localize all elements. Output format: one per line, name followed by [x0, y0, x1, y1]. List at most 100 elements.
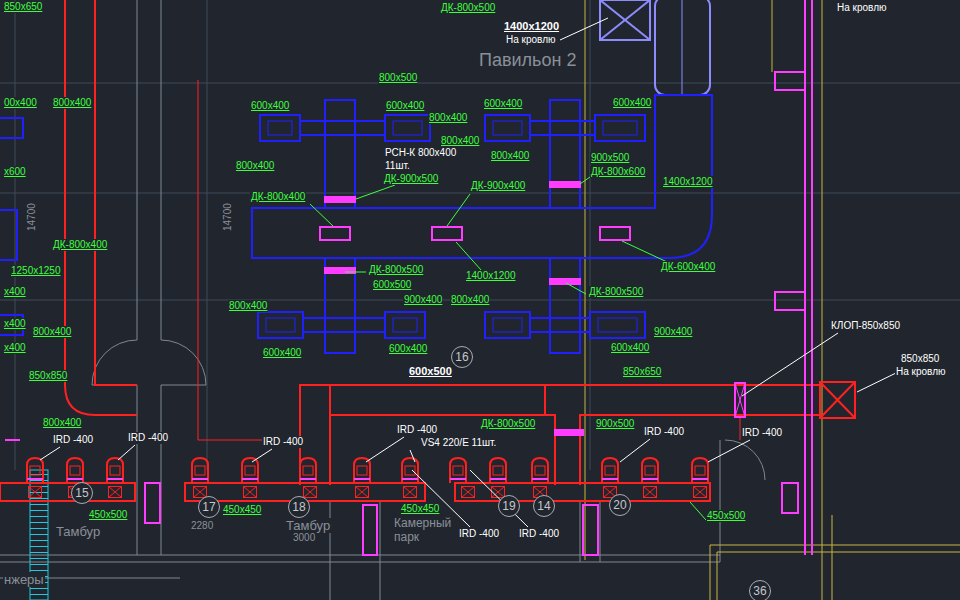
- exhaust-fan: [242, 458, 258, 483]
- duct-size-label: 800х400: [428, 112, 468, 124]
- exhaust-duct: [95, 0, 137, 385]
- circle-outline: [499, 496, 520, 517]
- duct-size-label: ДК-800х600: [590, 166, 646, 178]
- duct-size-label: 1400х1200: [465, 270, 517, 282]
- duct-size-label: 800х400: [490, 150, 530, 162]
- duct-size-label: 600х400: [610, 342, 650, 354]
- dimension-label: 14700: [222, 202, 234, 232]
- structure-line: [710, 545, 960, 546]
- callout-circle: 15: [71, 482, 93, 504]
- damper: [432, 227, 462, 240]
- dimension-label: 2280: [190, 520, 214, 532]
- equipment-label: IRD -400: [262, 436, 304, 448]
- crossed-boxe: [244, 487, 257, 498]
- leader-line: [620, 439, 650, 462]
- dimension-label: 14700: [26, 202, 38, 232]
- duct-size-label: 800х400: [235, 160, 275, 172]
- supply-duct: [385, 312, 425, 338]
- supply-duct: [550, 258, 580, 353]
- duct-size-label: 800х500: [378, 72, 418, 84]
- diffuser-grille: [493, 121, 522, 135]
- leader-line: [447, 194, 470, 226]
- exhaust-duct: [198, 80, 199, 440]
- duct-size-label: х400: [3, 342, 27, 354]
- duct-size-label: 600х400: [388, 343, 428, 355]
- exhaust-duct: [455, 483, 710, 501]
- duct-size-label: ДК-800х500: [588, 286, 644, 298]
- equipment-label: IRD -400: [52, 434, 94, 446]
- damper: [363, 505, 377, 555]
- duct-size-label: 800х400: [32, 326, 72, 338]
- callout-circle: 20: [609, 494, 631, 516]
- damper: [775, 292, 805, 310]
- grid-line: [0, 83, 960, 84]
- duct-size-label: 450х500: [88, 509, 128, 521]
- leader-line: [742, 333, 838, 396]
- supply-duct: [325, 100, 355, 208]
- damper: [5, 439, 20, 441]
- callout-number: 19: [502, 499, 515, 513]
- duct-size-label: 900х500: [590, 152, 630, 164]
- exhaust-fan: [692, 458, 708, 483]
- duct-size-label: 450х450: [222, 504, 262, 516]
- building-wall: [0, 555, 720, 556]
- building-wall: [137, 0, 138, 340]
- crossed-boxe: [694, 487, 707, 498]
- supply-duct: [485, 312, 530, 338]
- supply-duct: [258, 312, 303, 338]
- room-label: Камерный парк: [393, 516, 455, 544]
- building-wall: [720, 440, 721, 562]
- circle-outline: [72, 483, 93, 504]
- equipment-label: На кровлю: [836, 2, 887, 14]
- callout-circle: 14: [533, 495, 555, 517]
- exhaust-fan: [532, 458, 548, 483]
- grid-line: [590, 0, 591, 470]
- building-wall: [137, 385, 138, 555]
- building-wall: [725, 440, 765, 480]
- building-wall: [0, 562, 720, 563]
- damper: [735, 383, 745, 417]
- building-wall: [161, 385, 206, 386]
- leader-line: [566, 283, 586, 294]
- building-wall: [330, 500, 331, 600]
- duct-size-label: 1250х1250: [10, 265, 62, 277]
- equipment-label: VS4 220/E 11шт.: [420, 437, 497, 449]
- building-wall: [380, 500, 381, 600]
- supply-duct: [590, 312, 645, 338]
- exhaust-duct: [580, 415, 740, 485]
- duct-size-label: 1400х1200: [662, 176, 714, 188]
- duct-size-label: 850х650: [622, 366, 662, 378]
- equipment-label: 850х850: [900, 353, 940, 365]
- grid-lines: [0, 0, 960, 470]
- damper: [320, 227, 350, 240]
- diffuser-grille: [598, 318, 637, 332]
- structure-line: [832, 515, 833, 600]
- diffuser-grille: [393, 121, 422, 135]
- duct-size-label: 450х500: [706, 510, 746, 522]
- room-label: Тамбур: [285, 518, 331, 533]
- damper: [145, 483, 160, 523]
- duct-size-label: ДК-800х400: [250, 191, 306, 203]
- exhaust-fans: [27, 458, 708, 483]
- leader-line: [366, 437, 404, 462]
- building-walls: [0, 0, 765, 600]
- crossed-boxe: [29, 487, 42, 498]
- duct-size-label: ДК-800х500: [440, 2, 496, 14]
- dampers: [5, 0, 812, 555]
- grid-line: [0, 193, 960, 194]
- building-wall: [92, 340, 137, 385]
- leader-line: [40, 447, 60, 460]
- crossed-boxe: [356, 487, 369, 498]
- structure-lines: [585, 0, 960, 600]
- damper: [550, 279, 580, 284]
- diffuser-grille: [603, 121, 637, 135]
- callout-circle: 17: [198, 496, 220, 518]
- duct-size-label: х400: [3, 318, 27, 330]
- duct-size-label: 900х400: [403, 294, 443, 306]
- leader-line: [356, 185, 395, 199]
- duct-size-label: 800х400: [42, 417, 82, 429]
- duct-size-label: 850х850: [28, 370, 68, 382]
- supply-duct: [595, 115, 645, 141]
- supply-duct: [300, 121, 385, 135]
- circle-outline: [534, 496, 555, 517]
